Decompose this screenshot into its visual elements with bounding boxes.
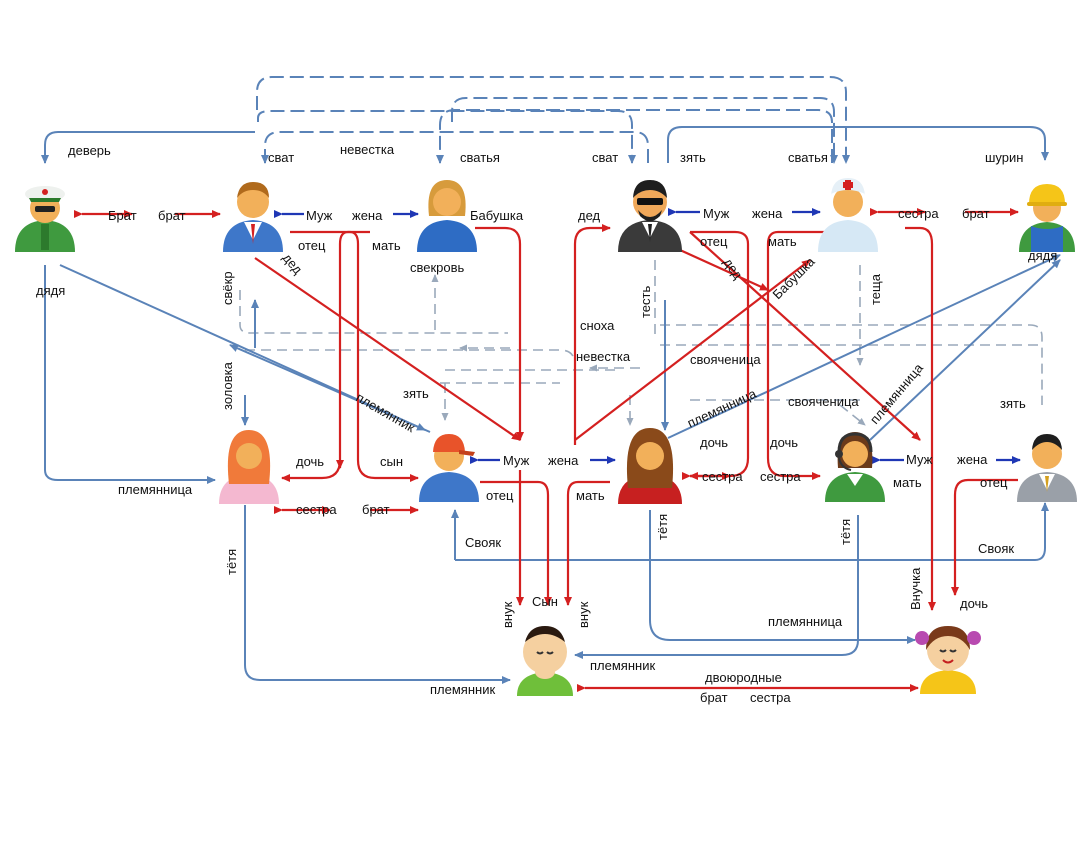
label-plemyannitsa-bottom: племянница [768, 614, 843, 629]
label-mat-3: мать [576, 488, 605, 503]
label-otets-1: отец [298, 238, 326, 253]
label-brat-3: брат [362, 502, 390, 517]
label-sestra-4: сестра [296, 502, 337, 517]
label-svoyak-1: Свояк [465, 535, 501, 550]
label-mat-4: мать [893, 475, 922, 490]
label-otets-4: отец [980, 475, 1008, 490]
label-svatya-top-right: сватья [788, 150, 828, 165]
red-haired-woman-icon [219, 430, 279, 504]
label-ded-diag-1: дед [280, 250, 306, 277]
label-mat-1: мать [372, 238, 401, 253]
label-shurin: шурин [985, 150, 1023, 165]
label-babushka-diag: Бабушка [770, 253, 819, 302]
label-vnuk-2: внук [576, 601, 591, 628]
label-muzh-3: Муж [503, 453, 530, 468]
label-zolovka: золовка [220, 361, 235, 410]
builder-boy-icon [1019, 184, 1075, 252]
label-brat-cap: Брат [108, 208, 137, 223]
label-doch-4: дочь [960, 596, 988, 611]
boy-praying-icon [517, 626, 573, 696]
label-svat-top-right: сват [592, 150, 618, 165]
label-plemyannik-bottom: племянник [590, 658, 655, 673]
label-otets-3: отец [486, 488, 514, 503]
label-svoyachenitsa-2: свояченица [788, 394, 859, 409]
label-test: тесть [638, 286, 653, 318]
girl-pigtails-icon [915, 626, 981, 694]
man-dark-glasses-icon [618, 180, 682, 252]
label-svoyak-2: Свояк [978, 541, 1014, 556]
label-tetya-3: тётя [838, 519, 853, 545]
label-sestra-5: сестра [750, 690, 791, 705]
spouse-arrows [274, 208, 1021, 464]
woman-long-hair-icon [618, 428, 682, 504]
label-svoyachenitsa-1: свояченица [690, 352, 761, 367]
label-zhena-3: жена [548, 453, 579, 468]
label-doch-1: дочь [296, 454, 324, 469]
label-brat-small: брат [158, 208, 186, 223]
label-zhena-1: жена [352, 208, 383, 223]
man-gray-suit-icon [1017, 434, 1077, 502]
label-tetya-2: тётя [655, 514, 670, 540]
red-lines [74, 208, 1019, 692]
relation-labels: деверь сват невестка сватья сват зять св… [36, 142, 1057, 705]
label-tescha: теща [868, 273, 883, 305]
nurse-woman-icon [818, 178, 878, 252]
label-muzh-1: Муж [306, 208, 333, 223]
military-person-icon [15, 186, 75, 252]
label-mat-2: мать [768, 234, 797, 249]
label-otets-2: отец [700, 234, 728, 249]
label-zyat-top: зять [680, 150, 706, 165]
label-dyadya-left: дядя [36, 283, 65, 298]
label-plemyannitsa-diag-2: племянница [867, 360, 927, 427]
label-vnuk-1: внук [500, 601, 515, 628]
label-svat-top-left: сват [268, 150, 294, 165]
blue-solid-lines [44, 254, 1061, 684]
label-dvoyurodnye: двоюродные [705, 670, 782, 685]
label-brat-4: брат [700, 690, 728, 705]
woman-blonde-icon [417, 180, 477, 252]
label-dever: деверь [68, 143, 111, 158]
label-brat-2: брат [962, 206, 990, 221]
label-muzh-4: Муж [906, 452, 933, 467]
label-snokha: сноха [580, 318, 615, 333]
label-vnuchka: Внучка [908, 567, 923, 610]
woman-headset-icon [825, 432, 885, 502]
label-dyadya-right: дядя [1028, 248, 1057, 263]
label-ded-1: дед [578, 208, 601, 223]
label-zhena-4: жена [957, 452, 988, 467]
label-doch-2: дочь [700, 435, 728, 450]
man-red-cap-icon [419, 434, 479, 502]
label-svekrov: свекровь [410, 260, 465, 275]
label-svatya-top-left: сватья [460, 150, 500, 165]
label-syn-cap: Сын [532, 594, 558, 609]
label-doch-3: дочь [770, 435, 798, 450]
label-svekr: свёкр [220, 271, 235, 305]
label-muzh-2: Муж [703, 206, 730, 221]
label-zyat-mid: зять [403, 386, 429, 401]
label-plemyannik-left: племянник [430, 682, 495, 697]
label-babushka-1: Бабушка [470, 208, 524, 223]
label-sestra-2: сестра [702, 469, 743, 484]
label-nevestka-mid: невестка [576, 349, 631, 364]
top-dashed-arcs [41, 76, 1049, 164]
label-sestra-1: сестра [898, 206, 939, 221]
man-blue-suit-icon [223, 182, 283, 252]
label-sestra-3: сестра [760, 469, 801, 484]
label-zyat-right: зять [1000, 396, 1026, 411]
middle-dashed-lines [239, 260, 1043, 426]
label-nevestka-top: невестка [340, 142, 395, 157]
label-syn: сын [380, 454, 403, 469]
label-plemyannitsa-left: племянница [118, 482, 193, 497]
label-zhena-2: жена [752, 206, 783, 221]
label-tetya-1: тётя [224, 549, 239, 575]
